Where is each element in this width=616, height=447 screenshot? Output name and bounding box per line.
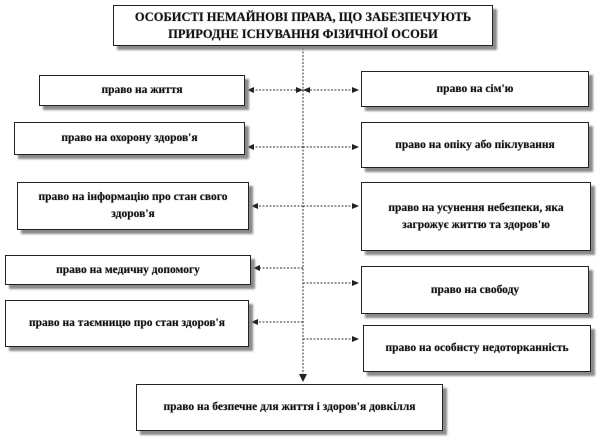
left-box-1: право на життя	[39, 75, 245, 106]
right-item-label: право на свободу	[430, 283, 520, 296]
right-item-label: право на особисту недоторканність	[385, 342, 569, 355]
left-box-4: право на медичну допомогу	[5, 255, 251, 285]
main-title: ОСОБИСТІ НЕМАЙНОВІ ПРАВА, ЩО ЗАБЕЗПЕЧУЮТ…	[134, 10, 472, 41]
bottom-item-label: право на безпечне для життя і здоров'я д…	[163, 401, 416, 414]
right-item-label: право на опіку або піклування	[395, 138, 555, 151]
main-title-box: ОСОБИСТІ НЕМАЙНОВІ ПРАВА, ЩО ЗАБЕЗПЕЧУЮТ…	[113, 5, 493, 46]
right-box-5: право на особисту недоторканність	[363, 325, 591, 372]
left-item-label: право на життя	[101, 84, 183, 97]
right-box-4: право на свободу	[361, 266, 589, 314]
right-item-label: право на усунення небезпеки, яка загрожу…	[388, 201, 564, 231]
right-item-label: право на сім'ю	[436, 82, 514, 95]
left-box-5: право на таємницю про стан здоров'я	[5, 300, 249, 347]
right-box-1: право на сім'ю	[361, 71, 589, 107]
left-box-2: право на охорону здоров'я	[14, 122, 245, 155]
left-box-3: право на інформацію про стан свого здоро…	[17, 182, 249, 230]
bottom-box: право на безпечне для життя і здоров'я д…	[136, 384, 443, 431]
right-box-2: право на опіку або піклування	[361, 122, 589, 168]
left-item-label: право на охорону здоров'я	[61, 132, 198, 145]
arrow-to-bottom	[299, 374, 307, 382]
right-box-3: право на усунення небезпеки, яка загрожу…	[361, 182, 591, 251]
left-item-label: право на інформацію про стан свого здоро…	[38, 191, 228, 220]
left-item-label: право на таємницю про стан здоров'я	[29, 317, 225, 330]
left-item-label: право на медичну допомогу	[56, 263, 200, 276]
